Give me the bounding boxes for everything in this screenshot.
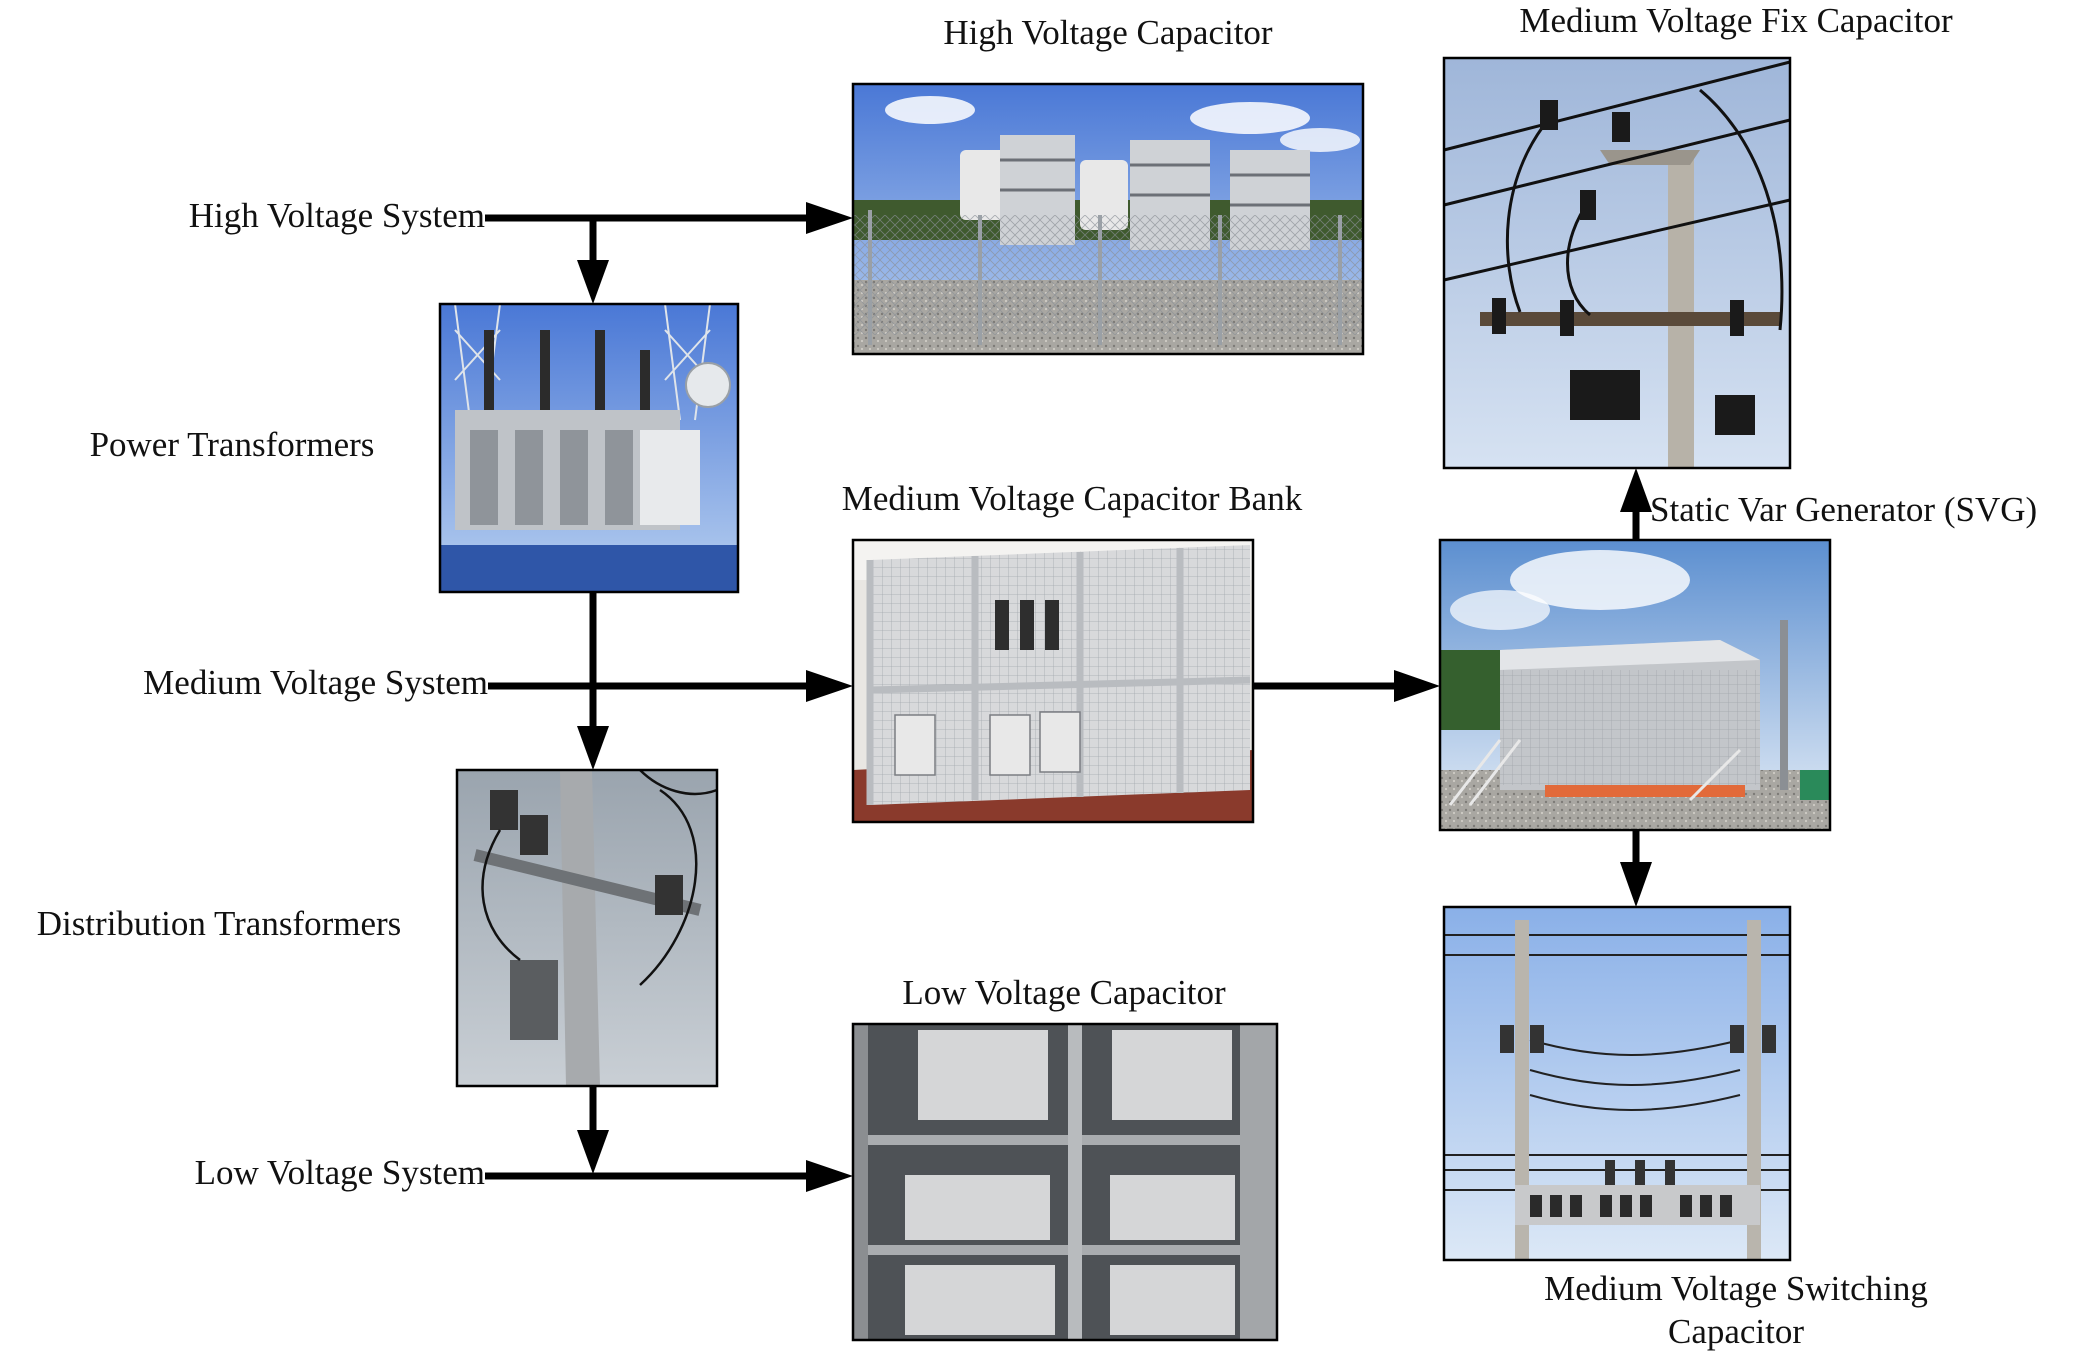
distribution-transformers-label: Distribution Transformers: [37, 904, 402, 943]
arrow-hv-system-to-power-transformers: [577, 218, 609, 304]
static-var-generator-label: Static Var Generator (SVG): [1650, 490, 2037, 529]
arrow-mv-capacitor-bank-to-svg: [1253, 670, 1440, 702]
medium-voltage-capacitor-bank-photo: [851, 538, 1255, 824]
medium-voltage-capacitor-bank-label: Medium Voltage Capacitor Bank: [842, 479, 1303, 518]
arrow-svg-to-mv-fix-capacitor: [1620, 468, 1652, 540]
static-var-generator-photo: [1438, 538, 1832, 832]
medium-voltage-system-label: Medium Voltage System: [143, 663, 488, 702]
high-voltage-system-label: High Voltage System: [189, 196, 485, 235]
low-voltage-capacitor-label: Low Voltage Capacitor: [902, 973, 1226, 1012]
power-transformers-photo: [438, 302, 740, 594]
arrow-svg-to-mv-switching-capacitor: [1620, 830, 1652, 907]
medium-voltage-switching-capacitor-label-line2: Capacitor: [1668, 1312, 1804, 1351]
power-transformers-label: Power Transformers: [90, 425, 375, 464]
high-voltage-capacitor-label: High Voltage Capacitor: [943, 13, 1273, 52]
medium-voltage-fix-capacitor-photo: [1442, 56, 1792, 470]
arrow-distribution-transformers-to-lv-system: [577, 1086, 609, 1174]
medium-voltage-fix-capacitor-label: Medium Voltage Fix Capacitor: [1519, 1, 1953, 40]
medium-voltage-switching-capacitor-label-line1: Medium Voltage Switching: [1544, 1269, 1928, 1308]
arrow-hv-system-to-hv-capacitor: [485, 202, 853, 234]
high-voltage-capacitor-photo: [851, 82, 1365, 356]
arrow-power-transformers-to-distribution-transformers: [577, 592, 609, 770]
low-voltage-capacitor-photo: [851, 1022, 1279, 1342]
arrow-mv-system-to-mv-capacitor-bank: [488, 670, 853, 702]
low-voltage-system-label: Low Voltage System: [195, 1153, 485, 1192]
arrow-lv-system-to-lv-capacitor: [485, 1160, 853, 1192]
medium-voltage-switching-capacitor-photo: [1442, 905, 1792, 1262]
distribution-transformers-photo: [455, 768, 719, 1088]
